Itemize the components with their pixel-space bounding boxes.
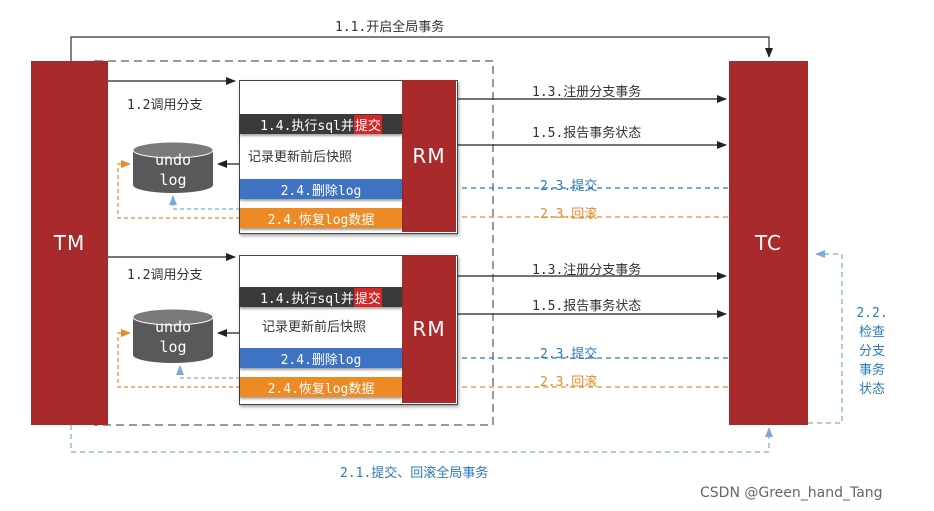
undo-text: undo [154,318,192,336]
exec-sql-text: 1.4.执行sql并 [260,118,354,134]
check-branch-status-arrow [808,250,843,424]
undo-log-db-2 [132,308,214,363]
restore-log-bar-1: 2.4.恢复log数据 [240,208,402,228]
restore-log-arrow-2 [117,329,240,388]
commit-rollback-global-tx-arrow [70,425,773,453]
rm-label: RM [412,144,446,168]
check-status-line: 分支 [858,344,885,359]
tc-label: TC [754,231,782,255]
tm-label: TM [53,231,86,255]
call-branch-label-2: 1.2调用分支 [127,268,203,283]
register-branch-label-2: 1.3.注册分支事务 [532,263,642,278]
delete-log-arrow-2 [176,365,240,379]
delete-log-arrow-1 [169,195,240,210]
record-snapshot-label-1: 记录更新前后快照 [248,150,353,165]
check-status-line: 状态 [858,382,885,397]
report-status-label-2: 1.5.报告事务状态 [532,299,642,314]
delete-log-bar-1: 2.4.删除log [240,179,402,199]
open-global-tx-label: 1.1.开启全局事务 [335,20,445,35]
rm-node-2: RM [402,255,456,403]
restore-log-bar-2: 2.4.恢复log数据 [240,377,402,397]
check-status-line: 2.2. [856,306,888,321]
check-status-line: 检查 [858,325,885,340]
log-text: log [159,171,187,189]
report-status-label-1: 1.5.报告事务状态 [532,126,642,141]
call-branch-label-1: 1.2调用分支 [127,98,203,113]
commit-highlight: 提交 [353,287,382,307]
commit-highlight: 提交 [353,114,382,134]
rm-node-1: RM [402,80,456,232]
undo-log-db-1 [132,141,214,193]
check-branch-status-label: 2.2. 检查 分支 事务 状态 [852,304,892,399]
tc-node: TC [729,61,808,425]
exec-sql-bar-1: 1.4.执行sql并提交 [240,114,402,134]
open-global-tx-arrow [70,36,773,61]
record-snapshot-label-2: 记录更新前后快照 [262,320,367,335]
rollback-label-2: 2.3.回滚 [540,375,598,390]
delete-log-bar-2: 2.4.删除log [240,348,402,368]
tm-node: TM [31,61,108,425]
log-text: log [159,338,187,356]
rm-label: RM [412,317,446,341]
commit-rollback-global-tx-label: 2.1.提交、回滚全局事务 [340,466,489,481]
rollback-label-1: 2.3.回滚 [540,207,598,222]
exec-sql-text: 1.4.执行sql并 [260,291,354,307]
exec-sql-bar-2: 1.4.执行sql并提交 [240,287,402,307]
watermark: CSDN @Green_hand_Tang [700,485,883,501]
restore-log-arrow-1 [117,160,240,219]
register-branch-label-1: 1.3.注册分支事务 [532,85,642,100]
undo-text: undo [154,151,192,169]
undo-log-label-1: undo log [133,150,213,190]
commit-label-2: 2.3.提交 [540,347,598,362]
commit-label-1: 2.3.提交 [540,179,598,194]
check-status-line: 事务 [858,363,885,378]
undo-log-label-2: undo log [133,317,213,357]
